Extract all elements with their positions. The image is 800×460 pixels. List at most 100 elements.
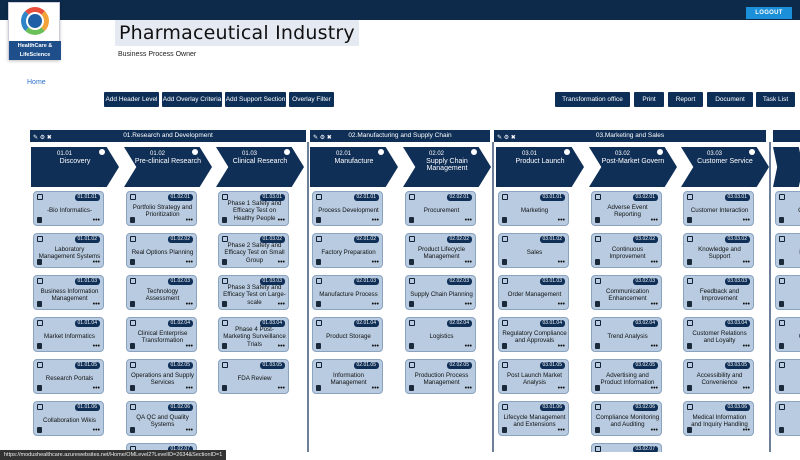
trash-icon[interactable] [316, 217, 321, 223]
edit-icon[interactable] [687, 194, 693, 200]
more-options-icon[interactable]: ••• [92, 427, 100, 434]
more-options-icon[interactable]: ••• [557, 343, 565, 350]
edit-icon[interactable] [316, 362, 322, 368]
edit-icon[interactable] [779, 404, 785, 410]
more-options-icon[interactable]: ••• [464, 217, 472, 224]
logout-button[interactable]: LOGOUT [746, 7, 792, 19]
more-options-icon[interactable]: ••• [371, 385, 379, 392]
trash-icon[interactable] [37, 301, 42, 307]
more-options-icon[interactable]: ••• [742, 259, 750, 266]
edit-icon[interactable] [687, 320, 693, 326]
trash-icon[interactable] [222, 217, 227, 223]
edit-icon[interactable] [595, 320, 601, 326]
more-options-icon[interactable]: ••• [464, 259, 472, 266]
trash-icon[interactable] [130, 427, 135, 433]
more-options-icon[interactable]: ••• [185, 259, 193, 266]
edit-icon[interactable] [316, 194, 322, 200]
more-options-icon[interactable]: ••• [557, 301, 565, 308]
edit-icon[interactable] [595, 362, 601, 368]
section-tools-icon[interactable]: ✎ ⚙ ✖ [313, 135, 332, 141]
more-options-icon[interactable]: ••• [185, 385, 193, 392]
edit-icon[interactable] [37, 278, 43, 284]
more-options-icon[interactable]: ••• [371, 259, 379, 266]
edit-icon[interactable] [409, 236, 415, 242]
edit-icon[interactable] [779, 278, 785, 284]
edit-icon[interactable] [595, 278, 601, 284]
edit-icon[interactable] [687, 236, 693, 242]
trash-icon[interactable] [502, 427, 507, 433]
gear-icon[interactable] [99, 149, 105, 155]
trash-icon[interactable] [502, 343, 507, 349]
more-options-icon[interactable]: ••• [650, 259, 658, 266]
process-card[interactable]: Sc...••• [775, 275, 800, 310]
process-card[interactable]: 03.02.07••• [591, 443, 662, 452]
edit-icon[interactable] [687, 278, 693, 284]
edit-icon[interactable] [409, 362, 415, 368]
trash-icon[interactable] [779, 301, 784, 307]
process-card[interactable]: Pro...••• [775, 359, 800, 394]
edit-icon[interactable] [409, 194, 415, 200]
logo[interactable]: HealthCare & LifeScience [8, 2, 61, 60]
section-header-2[interactable]: ✎ ⚙ ✖02.Manufacturing and Supply Chain [310, 130, 490, 142]
more-options-icon[interactable]: ••• [92, 343, 100, 350]
trash-icon[interactable] [130, 217, 135, 223]
trash-icon[interactable] [316, 301, 321, 307]
breadcrumb-home[interactable]: Home [27, 79, 46, 86]
trash-icon[interactable] [37, 427, 42, 433]
trash-icon[interactable] [595, 427, 600, 433]
trash-icon[interactable] [37, 343, 42, 349]
more-options-icon[interactable]: ••• [464, 301, 472, 308]
more-options-icon[interactable]: ••• [650, 385, 658, 392]
process-card[interactable]: Comme...••• [775, 191, 800, 226]
process-card[interactable]: Patient...••• [775, 233, 800, 268]
edit-icon[interactable] [409, 278, 415, 284]
more-options-icon[interactable]: ••• [277, 343, 285, 350]
edit-icon[interactable] [37, 236, 43, 242]
edit-icon[interactable] [779, 194, 785, 200]
more-options-icon[interactable]: ••• [557, 427, 565, 434]
more-options-icon[interactable]: ••• [742, 385, 750, 392]
more-options-icon[interactable]: ••• [557, 259, 565, 266]
more-options-icon[interactable]: ••• [371, 217, 379, 224]
add-overlay-criteria-button[interactable]: Add Overlay Criteria [162, 92, 222, 107]
trash-icon[interactable] [222, 301, 227, 307]
edit-icon[interactable] [37, 362, 43, 368]
more-options-icon[interactable]: ••• [185, 343, 193, 350]
trash-icon[interactable] [779, 217, 784, 223]
trash-icon[interactable] [409, 343, 414, 349]
more-options-icon[interactable]: ••• [92, 259, 100, 266]
trash-icon[interactable] [130, 259, 135, 265]
more-options-icon[interactable]: ••• [185, 301, 193, 308]
edit-icon[interactable] [779, 362, 785, 368]
edit-icon[interactable] [595, 194, 601, 200]
edit-icon[interactable] [779, 320, 785, 326]
more-options-icon[interactable]: ••• [92, 301, 100, 308]
process-card[interactable]: MR...••• [775, 401, 800, 436]
trash-icon[interactable] [687, 301, 692, 307]
more-options-icon[interactable]: ••• [650, 343, 658, 350]
gear-icon[interactable] [284, 149, 290, 155]
more-options-icon[interactable]: ••• [742, 343, 750, 350]
